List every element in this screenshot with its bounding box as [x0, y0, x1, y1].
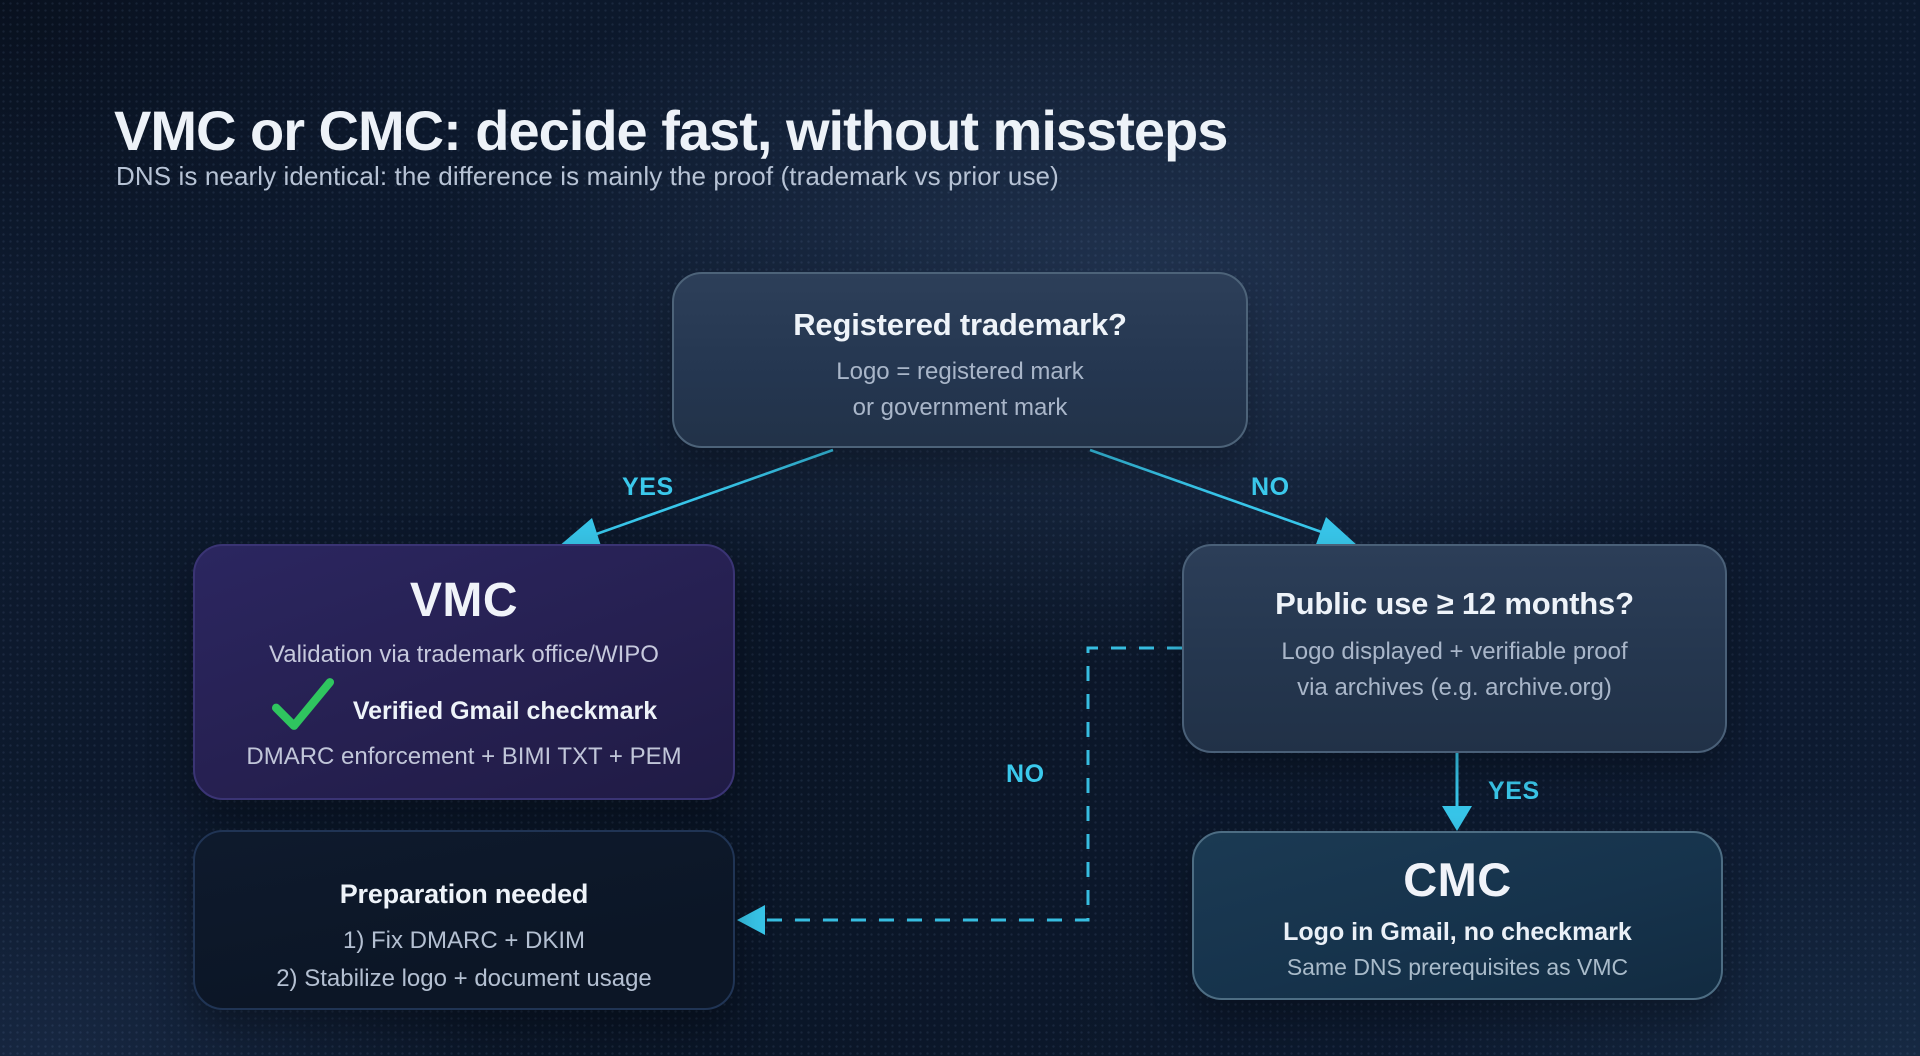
edge-no-right-line [1089, 448, 1331, 537]
node-vmc-subtitle: Validation via trademark office/WIPO [269, 641, 659, 668]
node-registered-trademark: Registered trademark? Logo = registered … [672, 272, 1248, 448]
edge-label-no-right: NO [1251, 473, 1290, 501]
node-public-use-line: Logo displayed + verifiable proof [1281, 638, 1628, 665]
node-cmc: CMC Logo in Gmail, no checkmark Same DNS… [1192, 831, 1723, 1000]
edge-no-dashed-line [752, 646, 1182, 922]
page-subtitle: DNS is nearly identical: the difference … [116, 161, 1059, 191]
arrowhead-no-right-icon [1315, 517, 1358, 547]
node-public-use-title: Public use ≥ 12 months? [1275, 586, 1634, 621]
checkmark-icon [271, 678, 334, 730]
node-vmc: VMC Validation via trademark office/WIPO… [193, 544, 735, 800]
node-vmc-title: VMC [409, 574, 519, 627]
arrowhead-yes-down-icon [1442, 806, 1472, 831]
node-public-use: Public use ≥ 12 months? Logo displayed +… [1182, 544, 1727, 753]
node-preparation-title: Preparation needed [339, 879, 589, 909]
node-preparation-line: 1) Fix DMARC + DKIM [342, 927, 585, 954]
edge-label-yes-left: YES [622, 473, 674, 501]
node-cmc-line: Logo in Gmail, no checkmark [1283, 918, 1632, 946]
node-public-use-line: via archives (e.g. archive.org) [1297, 673, 1612, 701]
node-vmc-check-note: DMARC enforcement + BIMI TXT + PEM [246, 743, 682, 770]
arrowhead-no-dashed-icon [737, 905, 765, 935]
node-registered-trademark-line: Logo = registered mark [836, 358, 1084, 385]
node-registered-trademark-title: Registered trademark? [793, 307, 1127, 342]
node-vmc-check-label: Verified Gmail checkmark [352, 696, 658, 725]
node-preparation: Preparation needed 1) Fix DMARC + DKIM 2… [193, 830, 735, 1010]
edge-label-no-dashed: NO [1006, 760, 1045, 788]
node-cmc-title: CMC [1403, 853, 1512, 906]
node-cmc-line: Same DNS prerequisites as VMC [1286, 954, 1629, 980]
edge-label-yes-down: YES [1488, 777, 1540, 805]
node-registered-trademark-line: or government mark [852, 393, 1068, 421]
page-title: VMC or CMC: decide fast, without misstep… [114, 98, 1228, 162]
node-preparation-line: 2) Stabilize logo + document usage [276, 964, 652, 992]
